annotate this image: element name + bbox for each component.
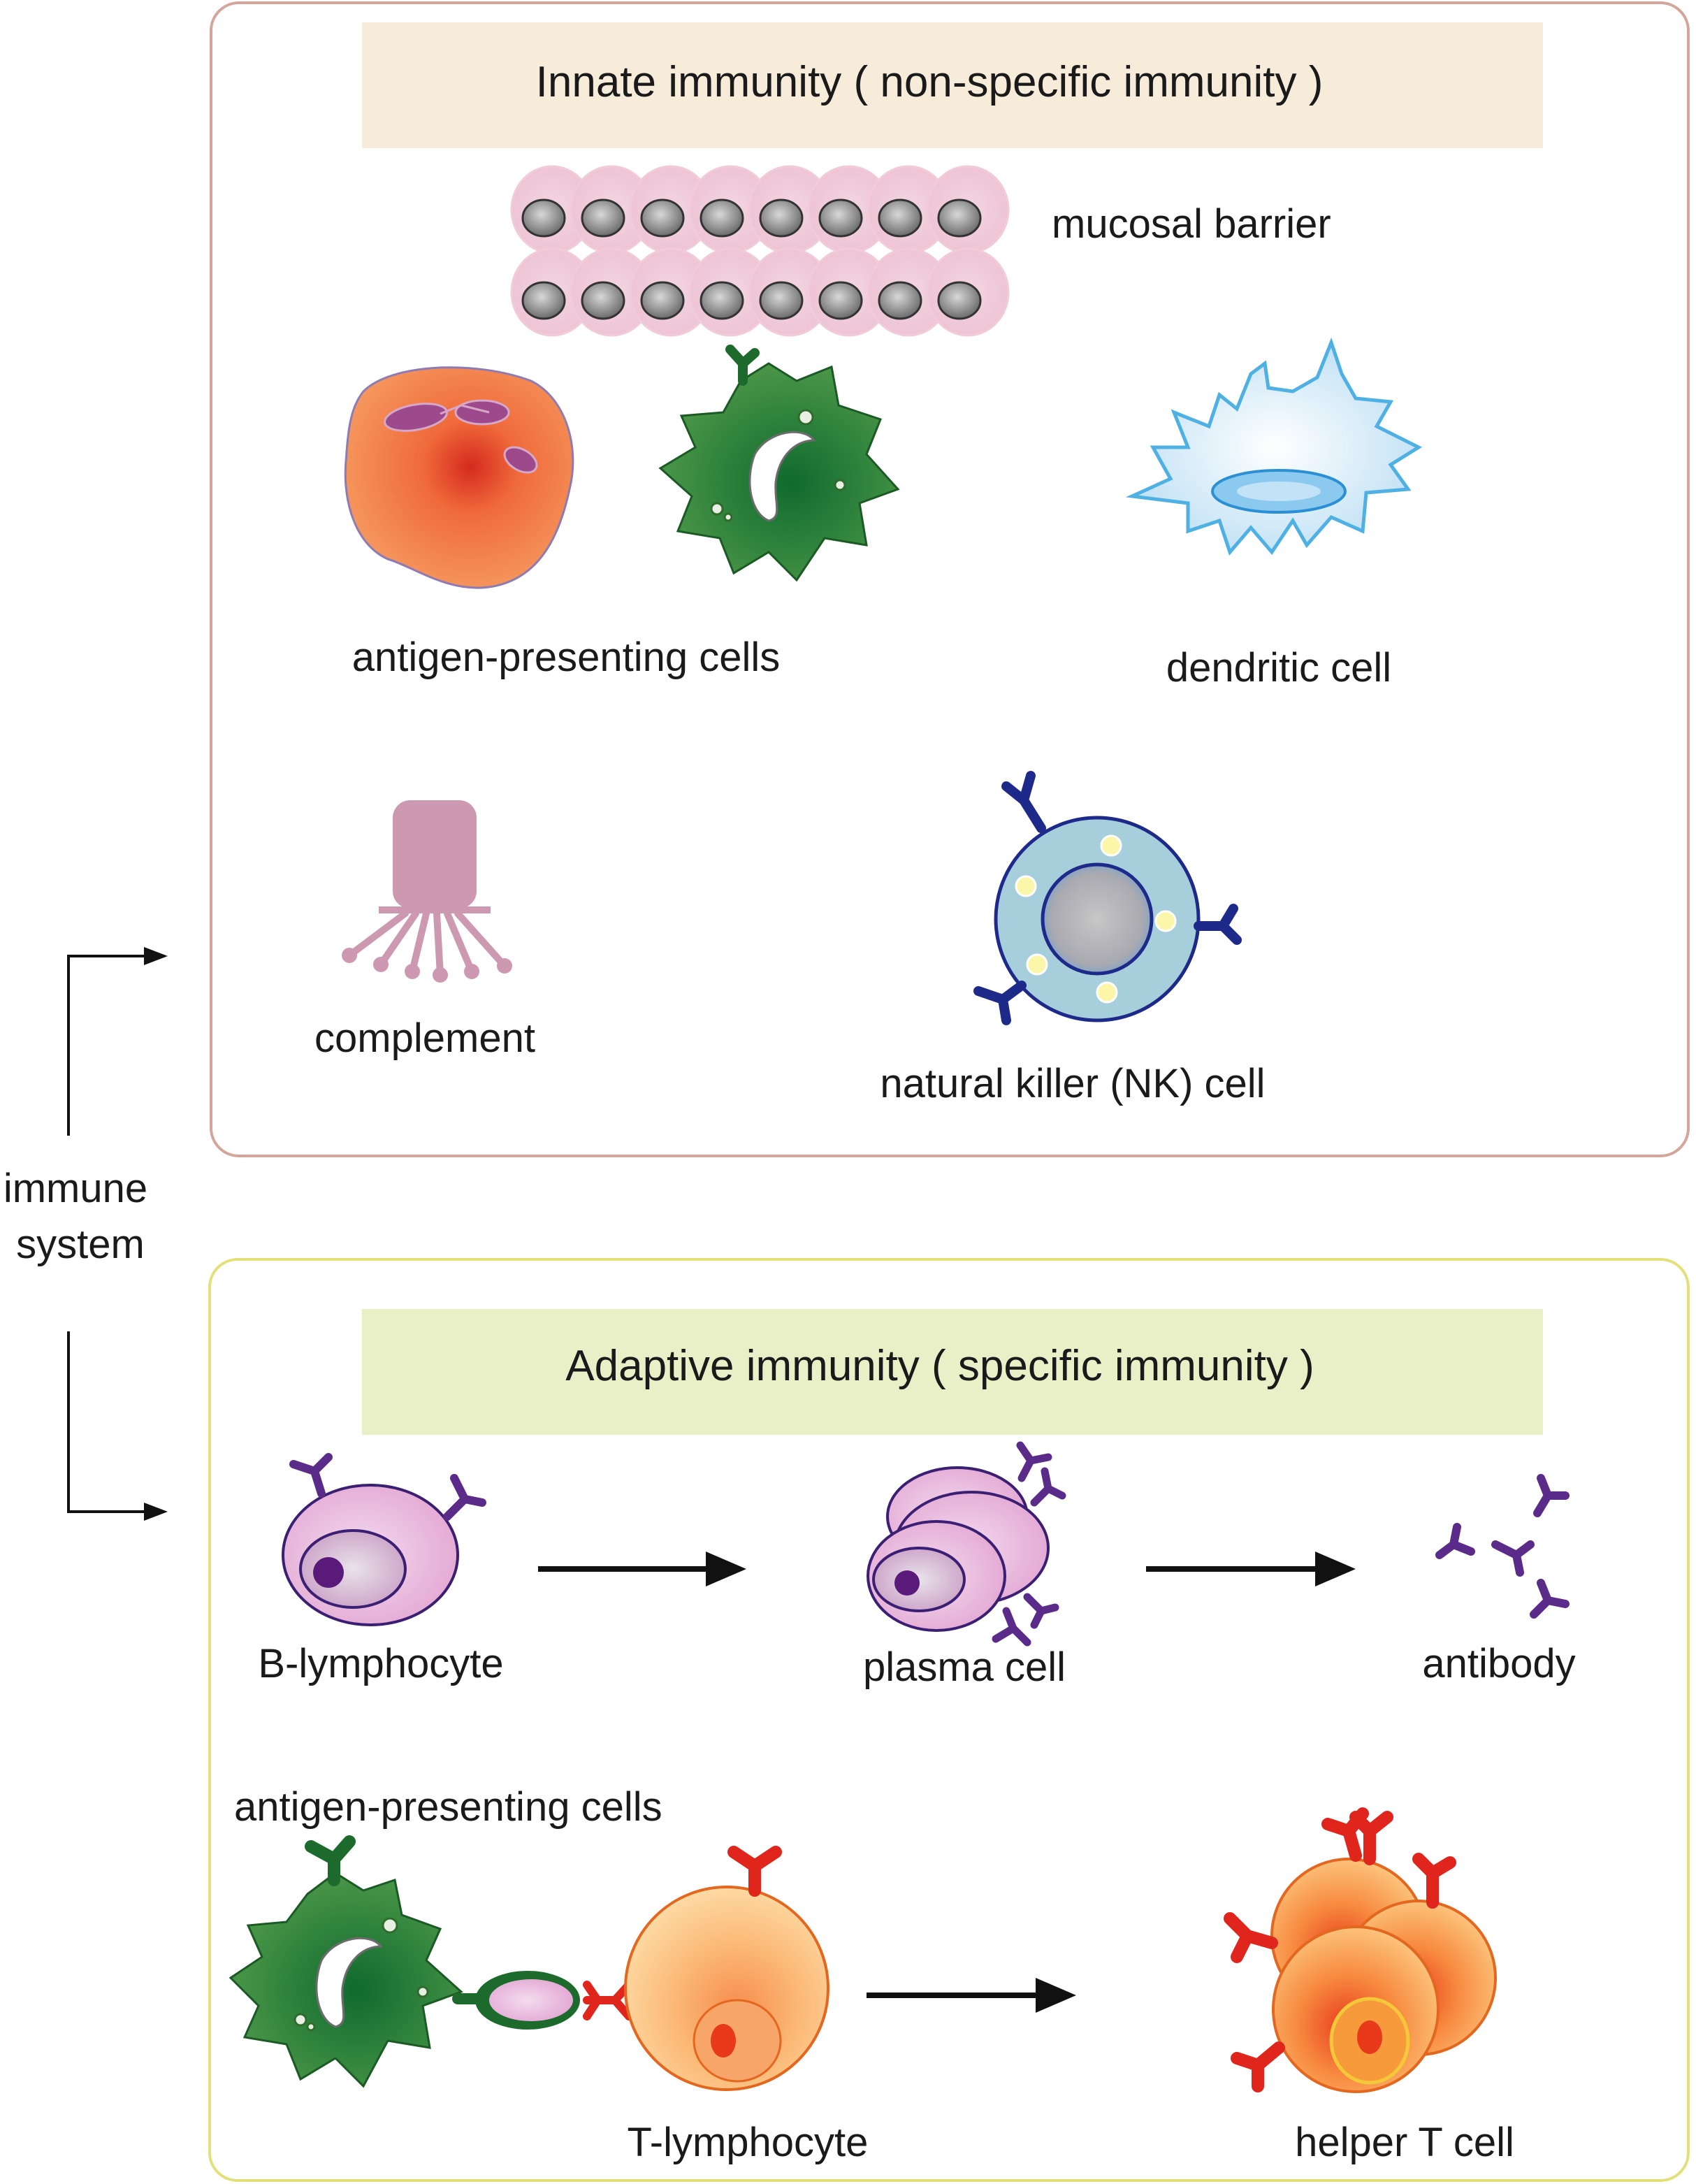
mucosal-barrier-illustration <box>510 165 1010 337</box>
epithelial-nucleus <box>818 281 863 320</box>
epithelial-nucleus <box>640 198 685 238</box>
adaptive-title-bar <box>362 1309 1543 1435</box>
epithelial-nucleus <box>581 198 625 238</box>
arrow-to-adaptive <box>144 1503 168 1521</box>
arrow-plasma-to-antibody <box>1146 1552 1356 1586</box>
epithelial-nucleus <box>937 198 982 238</box>
b-lymphocyte-cell <box>282 1453 486 1626</box>
arrow-t-to-helper <box>867 1978 1076 2013</box>
dendritic-cell <box>1125 337 1423 556</box>
epithelial-nucleus <box>521 198 566 238</box>
epithelial-nucleus <box>818 198 863 238</box>
epithelial-nucleus <box>759 198 804 238</box>
mucosal-barrier-label: mucosal barrier <box>1052 201 1331 247</box>
helper-t-cell-cluster <box>1224 1807 1497 2093</box>
epithelial-nucleus <box>759 281 804 320</box>
helper-t-cell-label: helper T cell <box>1295 2120 1514 2165</box>
macrophage-cell <box>344 366 574 589</box>
adaptive-panel: Adaptive immunity ( specific immunity ) … <box>208 1258 1690 2182</box>
epithelial-nucleus <box>521 281 566 320</box>
root-label-line1: immune <box>3 1166 147 1211</box>
innate-title: Innate immunity ( non-specific immunity … <box>536 58 1324 106</box>
antigen-presenting-green-cell <box>658 345 900 582</box>
antibody-label: antibody <box>1422 1641 1575 1686</box>
epithelial-nucleus <box>937 281 982 320</box>
arrow-b-to-plasma <box>538 1552 746 1586</box>
epithelial-nucleus <box>700 281 744 320</box>
plasma-cell <box>867 1441 1066 1647</box>
epithelial-nucleus <box>878 198 922 238</box>
epithelial-nucleus <box>700 198 744 238</box>
antibody-molecules <box>1435 1474 1570 1619</box>
innate-panel: Innate immunity ( non-specific immunity … <box>210 1 1690 1157</box>
t-lymphocyte-label: T-lymphocyte <box>628 2120 869 2165</box>
plasma-cell-label: plasma cell <box>863 1644 1066 1690</box>
epithelial-nucleus <box>640 281 685 320</box>
t-lymphocyte-cell <box>624 1846 829 2091</box>
adaptive-apc-green-cell <box>229 1835 633 2088</box>
epithelial-nucleus <box>878 281 922 320</box>
innate-title-bar <box>362 22 1543 148</box>
nk-cell-label: natural killer (NK) cell <box>880 1061 1265 1106</box>
root-label-line2: system <box>16 1222 145 1267</box>
adaptive-title: Adaptive immunity ( specific immunity ) <box>565 1342 1314 1390</box>
adaptive-apc-label: antigen-presenting cells <box>234 1784 662 1830</box>
nk-cell <box>973 771 1242 1025</box>
epithelial-nucleus <box>581 281 625 320</box>
complement-illustration <box>342 800 512 983</box>
arrow-to-innate <box>144 947 168 965</box>
b-lymphocyte-label: B-lymphocyte <box>258 1641 503 1686</box>
complement-label: complement <box>314 1015 535 1061</box>
innate-apc-label: antigen-presenting cells <box>352 635 781 680</box>
root-connector: immune system <box>3 947 168 1521</box>
dendritic-cell-label: dendritic cell <box>1166 645 1391 690</box>
